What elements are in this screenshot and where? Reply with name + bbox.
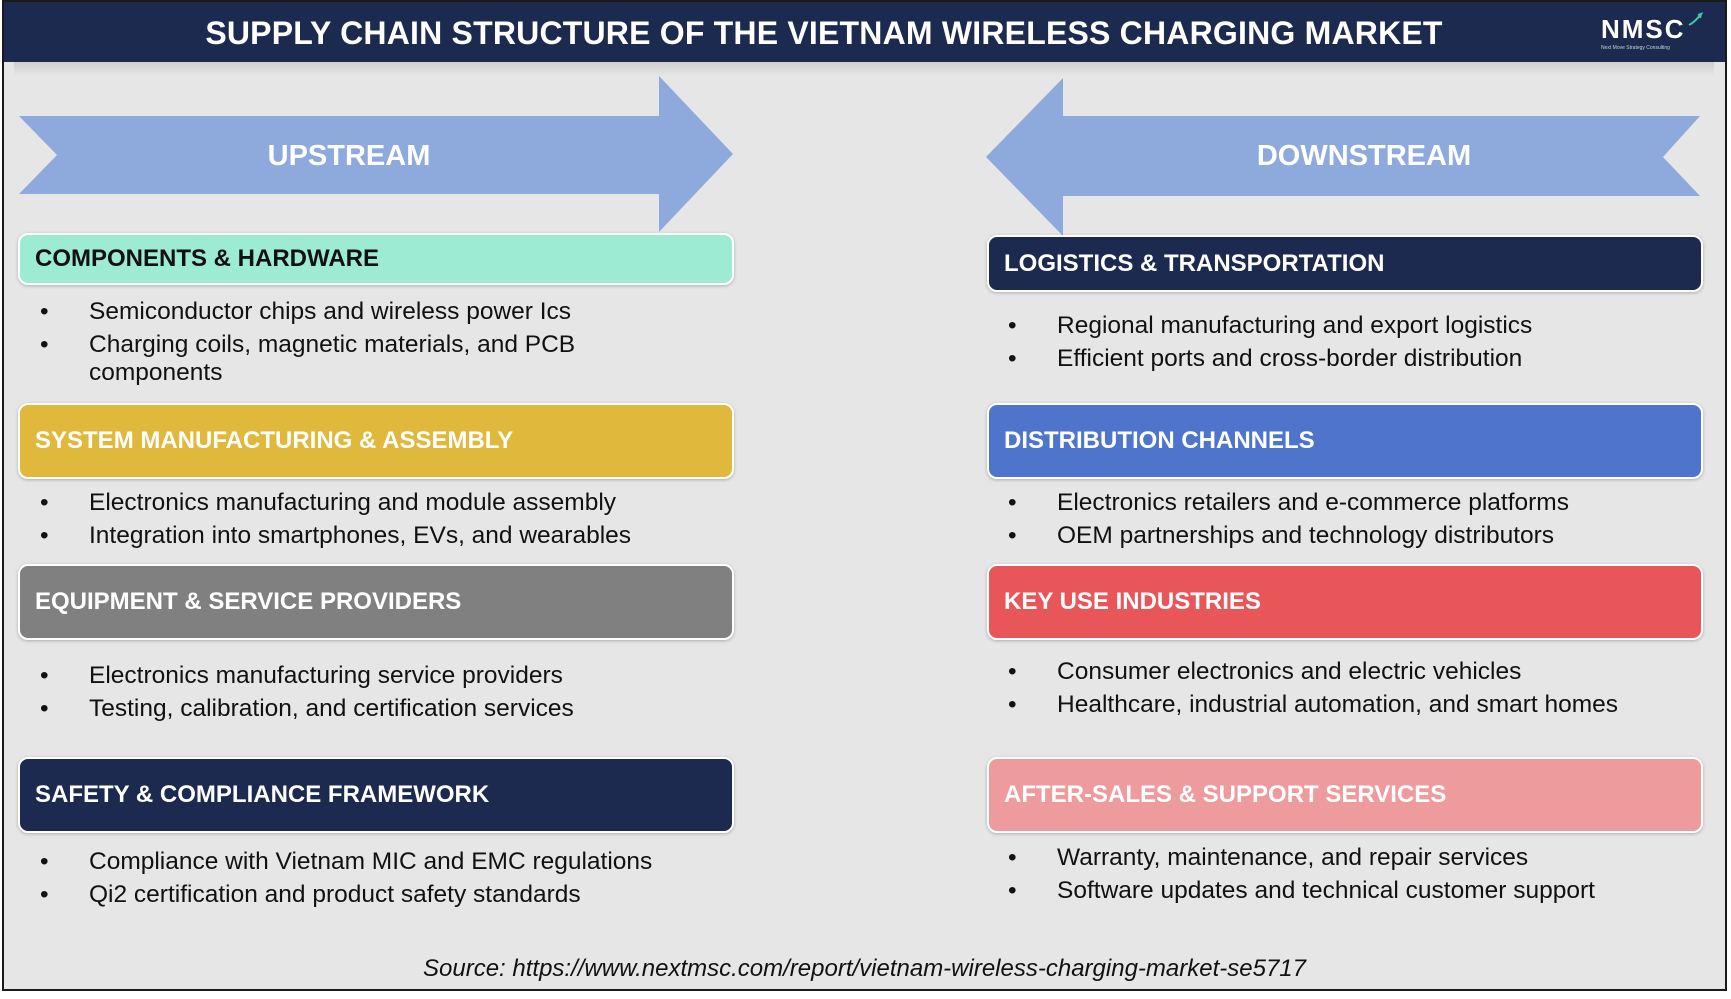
nmsc-logo: NMSC Next Move Strategy Consulting [1601,12,1703,56]
list-item: Testing, calibration, and certification … [22,695,722,723]
logistics-list: Regional manufacturing and export logist… [990,312,1690,378]
list-item: Consumer electronics and electric vehicl… [990,658,1690,686]
list-item: Compliance with Vietnam MIC and EMC regu… [22,848,722,876]
list-item: Semiconductor chips and wireless power I… [22,298,722,326]
section-header-after-sales: AFTER-SALES & SUPPORT SERVICES [987,757,1703,833]
upstream-label: UPSTREAM [267,140,431,172]
section-header-logistics: LOGISTICS & TRANSPORTATION [987,235,1703,292]
list-item: Electronics manufacturing and module ass… [22,489,722,517]
key-use-industries-list: Consumer electronics and electric vehicl… [990,658,1690,724]
list-item: Software updates and technical customer … [990,877,1690,905]
list-item: Healthcare, industrial automation, and s… [990,691,1690,719]
section-header-safety-compliance: SAFETY & COMPLIANCE FRAMEWORK [18,757,734,833]
safety-compliance-list: Compliance with Vietnam MIC and EMC regu… [22,848,722,914]
source-citation: Source: https://www.nextmsc.com/report/v… [423,955,1306,982]
list-item: Warranty, maintenance, and repair servic… [990,844,1690,872]
downstream-arrow [986,78,1700,236]
after-sales-list: Warranty, maintenance, and repair servic… [990,844,1690,910]
list-item: Electronics manufacturing service provid… [22,662,722,690]
section-header-equipment-service: EQUIPMENT & SERVICE PROVIDERS [18,564,734,640]
equipment-service-list: Electronics manufacturing service provid… [22,662,722,728]
section-header-key-use-industries: KEY USE INDUSTRIES [987,564,1703,640]
section-header-distribution-channels: DISTRIBUTION CHANNELS [987,403,1703,479]
list-item: Electronics retailers and e-commerce pla… [990,489,1690,517]
logo-text: NMSC [1601,14,1686,44]
title-shadow [14,62,1714,76]
page-title: SUPPLY CHAIN STRUCTURE OF THE VIETNAM WI… [205,15,1443,51]
system-manufacturing-list: Electronics manufacturing and module ass… [22,489,722,555]
logo-swoosh-icon [1688,12,1703,26]
title-bar: SUPPLY CHAIN STRUCTURE OF THE VIETNAM WI… [4,2,1725,62]
logo-subtitle: Next Move Strategy Consulting [1601,45,1670,51]
list-item: Integration into smartphones, EVs, and w… [22,522,722,550]
downstream-label: DOWNSTREAM [1256,140,1472,172]
distribution-channels-list: Electronics retailers and e-commerce pla… [990,489,1690,555]
list-item: Qi2 certification and product safety sta… [22,881,722,909]
list-item: OEM partnerships and technology distribu… [990,522,1690,550]
section-header-components-hardware: COMPONENTS & HARDWARE [18,233,734,285]
components-hardware-list: Semiconductor chips and wireless power I… [22,298,722,387]
upstream-arrow [19,76,733,232]
section-header-system-manufacturing: SYSTEM MANUFACTURING & ASSEMBLY [18,403,734,479]
list-item: Charging coils, magnetic materials, and … [22,331,649,387]
list-item: Efficient ports and cross-border distrib… [990,345,1690,373]
list-item: Regional manufacturing and export logist… [990,312,1690,340]
